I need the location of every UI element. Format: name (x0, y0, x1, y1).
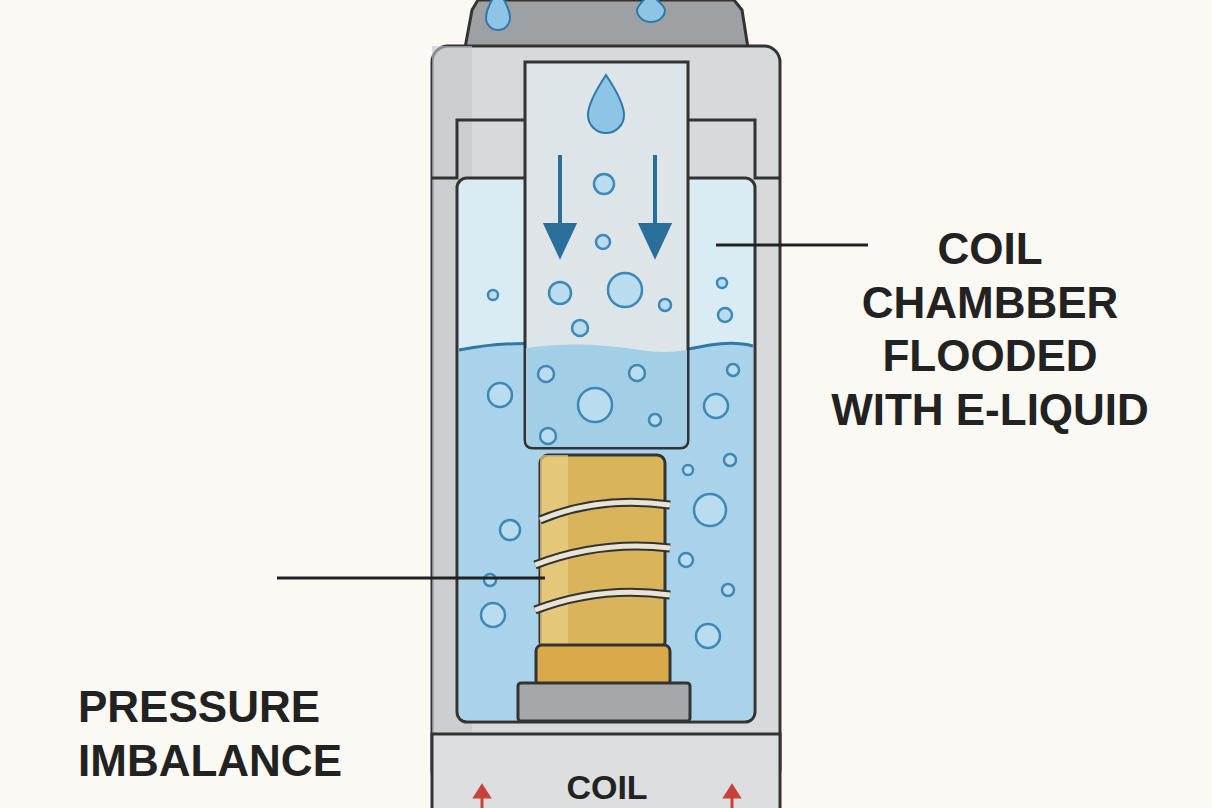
callout-label: COIL CHAMBBER FLOODED WITH E-LIQUID (830, 222, 1150, 437)
part-label: COIL (532, 770, 682, 804)
callout-label: PRESSURE IMBALANCE (78, 680, 408, 787)
